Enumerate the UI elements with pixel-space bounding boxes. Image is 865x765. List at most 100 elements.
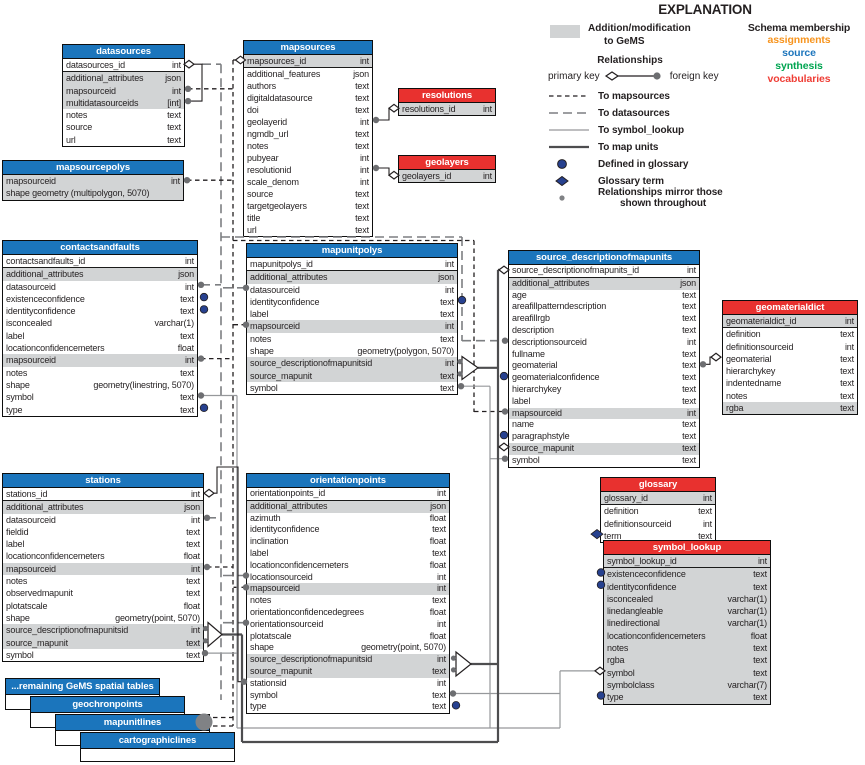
glossary-diamond-icon [555, 176, 569, 186]
addition-label: Addition/modification [588, 23, 691, 34]
table-header: mapsourcepolys [3, 161, 183, 175]
table-header: glossary [601, 478, 715, 492]
table-header: orientationpoints [247, 474, 449, 488]
table-cartographiclines: cartographiclines [80, 732, 235, 762]
glossary-dot-icon [557, 159, 567, 169]
legend-glossary-term: Glossary term [548, 174, 664, 188]
legend-to-map-units: To map units [548, 140, 658, 154]
table-header: geomaterialdict [723, 301, 857, 315]
primary-key-label: primary key [548, 70, 600, 82]
table-row: multidatasourceids[int] [63, 96, 184, 110]
table-header: symbol_lookup [604, 541, 770, 555]
schema-membership-item: source [782, 47, 816, 59]
solid-thin-line-icon [549, 129, 589, 131]
table-header: mapunitlines [56, 715, 209, 731]
legend-to-symbol-lookup: To symbol_lookup [548, 123, 684, 137]
solid-thick-line-icon [549, 145, 589, 149]
addition-swatch-icon [550, 25, 580, 38]
table-header: mapunitpolys [247, 244, 457, 258]
foreign-key-label: foreign key [669, 70, 719, 82]
mirror-dot-icon [559, 195, 565, 201]
table-header: ...remaining GeMS spatial tables [6, 679, 159, 695]
dash-long-line-icon [549, 112, 589, 114]
table-source-descriptionofmapunits: source_descriptionofmapunits source_desc… [508, 250, 700, 468]
legend-to-mapsources: To mapsources [548, 89, 670, 103]
table-header: mapsources [244, 41, 372, 55]
addition-label-2: to GeMS [604, 36, 645, 47]
